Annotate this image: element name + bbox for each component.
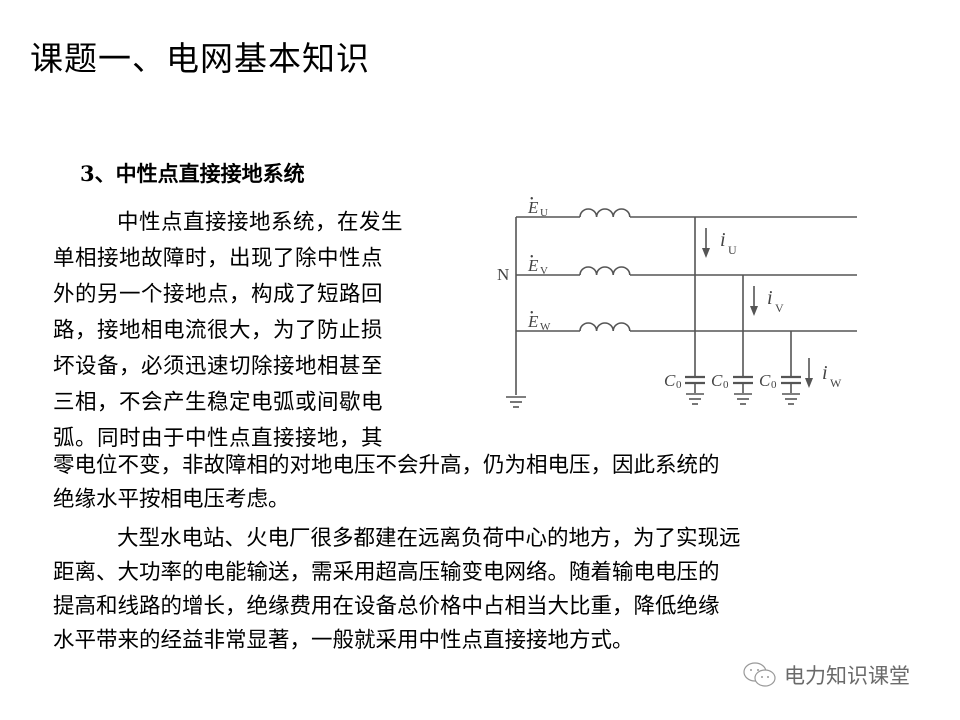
text-line: 弧。同时由于中性点直接接地，其 (53, 426, 384, 451)
capacitor-label-2: C 0 (711, 371, 729, 391)
svg-text:C: C (759, 371, 771, 390)
svg-text:E: E (527, 198, 539, 217)
svg-text:C: C (711, 371, 723, 390)
current-label-w: i W (822, 362, 842, 390)
circuit-diagram: N • E U • E V • E W i U i V i W C 0 C 0 … (497, 194, 857, 408)
capacitor-label-1: C 0 (664, 371, 682, 391)
svg-text:0: 0 (676, 379, 682, 391)
svg-text:U: U (540, 207, 548, 219)
text-line: 中性点直接接地系统，在发生 (117, 210, 404, 235)
svg-text:i: i (720, 229, 726, 251)
slide-title: 课题一、电网基本知识 (30, 39, 370, 78)
inductor-w (579, 322, 631, 332)
svg-text:W: W (830, 376, 842, 390)
svg-text:•: • (530, 252, 534, 263)
source-label-v: • E V (527, 252, 548, 277)
svg-text:i: i (822, 362, 828, 384)
inductor-u (579, 208, 631, 218)
text-line: 零电位不变，非故障相的对地电压不会升高，仍为相电压，因此系统的 (53, 453, 720, 478)
text-line: 路，接地相电流很大，为了防止损 (53, 318, 384, 343)
text-line: 水平带来的经益非常显著，一般就采用中性点直接接地方式。 (53, 628, 634, 653)
watermark: 电力知识课堂 (742, 660, 910, 690)
svg-text:E: E (527, 256, 539, 275)
paragraph-2: 大型水电站、火电厂很多都建在远离负荷中心的地方，为了实现远 距离、大功率的电能输… (53, 522, 903, 658)
svg-text:E: E (527, 312, 539, 331)
text-line: 外的另一个接地点，构成了短路回 (53, 282, 384, 307)
svg-text:V: V (540, 265, 548, 277)
svg-text:•: • (530, 308, 534, 319)
paragraph-1-side: 中性点直接接地系统，在发生 单相接地故障时，出现了除中性点 外的另一个接地点，构… (53, 205, 471, 457)
svg-text:V: V (775, 301, 784, 315)
current-label-u: i U (720, 229, 737, 257)
watermark-text: 电力知识课堂 (784, 664, 910, 688)
svg-text:0: 0 (723, 379, 729, 391)
svg-text:i: i (767, 287, 773, 309)
text-line: 坏设备，必须迅速切除接地相甚至 (53, 354, 384, 379)
svg-text:W: W (540, 321, 551, 333)
svg-text:U: U (728, 243, 737, 257)
inductor-v (579, 266, 631, 276)
capacitor-label-3: C 0 (759, 371, 777, 391)
wechat-icon (743, 662, 776, 687)
text-line: 单相接地故障时，出现了除中性点 (53, 246, 384, 271)
section-heading: 3、中性点直接接地系统 (80, 161, 305, 186)
svg-text:C: C (664, 371, 676, 390)
text-line: 绝缘水平按相电压考虑。 (53, 487, 290, 512)
current-label-v: i V (767, 287, 784, 315)
text-line: 距离、大功率的电能输送，需采用超高压输变电网络。随着输电电压的 (53, 560, 720, 585)
source-label-u: • E U (527, 194, 548, 219)
text-line: 大型水电站、火电厂很多都建在远离负荷中心的地方，为了实现远 (117, 526, 741, 551)
svg-text:•: • (530, 194, 534, 205)
text-line: 提高和线路的增长，绝缘费用在设备总价格中占相当大比重，降低绝缘 (53, 594, 720, 619)
neutral-label: N (497, 265, 509, 284)
svg-text:0: 0 (771, 379, 777, 391)
source-label-w: • E W (527, 308, 551, 333)
paragraph-1-full: 零电位不变，非故障相的对地电压不会升高，仍为相电压，因此系统的 绝缘水平按相电压… (53, 449, 903, 517)
text-line: 三相，不会产生稳定电弧或间歇电 (53, 390, 384, 415)
